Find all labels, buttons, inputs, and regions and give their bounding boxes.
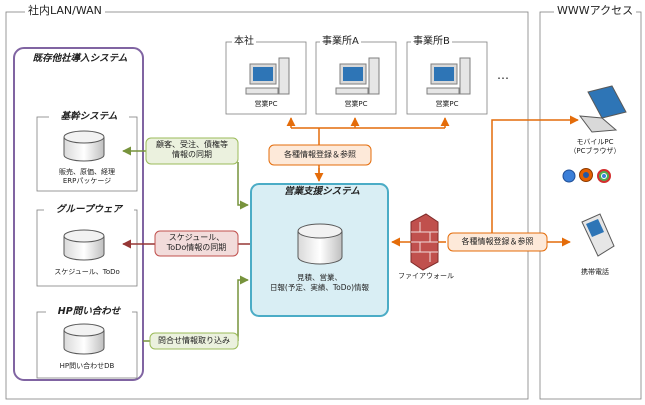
lan-region-frame [5, 11, 529, 400]
pc-icon-a [335, 57, 380, 95]
office-b-title: 事業所B [411, 36, 452, 47]
import-inquiry-tag-box [149, 332, 239, 350]
firewall-icon [410, 213, 439, 271]
register-lan-tag-box [268, 144, 372, 166]
core-db-icon [63, 130, 105, 162]
lan-region-title: 社内LAN/WAN [25, 5, 105, 17]
sync-core-tag: 顧客、受注、債権等 情報の同期 [156, 140, 228, 159]
sync-groupware-tag: スケジュール、 ToDo情報の同期 [166, 233, 227, 252]
sync-groupware-tag-box [154, 230, 239, 257]
office-hq-box [225, 41, 307, 115]
pc-icon-b [426, 57, 471, 95]
existing-systems-title: 既存他社導入システム [32, 53, 128, 64]
groupware-db-icon [63, 229, 105, 261]
office-hq-pc-label: 営業PC [254, 100, 278, 108]
www-region-frame [539, 11, 642, 400]
cellphone-icon [581, 213, 615, 257]
firewall-label: ファイアウォール [398, 272, 454, 280]
sales-system-caption: 見積、営業、 日報(予定、実績、ToDo)情報 [269, 273, 370, 292]
core-system-title: 基幹システム [49, 111, 129, 122]
existing-systems-frame [13, 47, 144, 381]
import-inquiry-tag: 問合せ情報取り込み [158, 336, 230, 345]
sales-system-title: 営業支援システム [277, 186, 367, 197]
groupware-title: グループウェア [44, 204, 134, 215]
office-a-pc-label: 営業PC [344, 100, 368, 108]
pc-icon-hq [245, 57, 290, 95]
office-hq-title: 本社 [232, 36, 256, 47]
www-region-title: WWWアクセス [554, 5, 637, 17]
mobile-pc-label: モバイルPC （PCブラウザ） [569, 138, 621, 155]
groupware-caption: スケジュール、ToDo [54, 268, 120, 276]
office-a-title: 事業所A [320, 36, 361, 47]
ie-browser-icon [562, 169, 576, 183]
office-b-pc-label: 営業PC [435, 100, 459, 108]
core-system-caption: 販売、原価、経理 ERPパッケージ [59, 168, 115, 185]
laptop-icon [578, 85, 627, 133]
register-www-tag-box [447, 232, 548, 252]
sales-db-icon [297, 223, 343, 265]
inquiry-caption: HP問い合わせDB [59, 362, 115, 370]
cellphone-label: 携帯電話 [581, 268, 609, 276]
register-www-tag: 各種情報登録＆参照 [461, 237, 534, 246]
register-lan-tag: 各種情報登録＆参照 [284, 150, 356, 159]
office-arrows [286, 117, 450, 182]
offices-more-ellipsis: … [497, 68, 509, 82]
inquiry-db-icon [63, 323, 105, 355]
sync-core-tag-box [145, 137, 239, 165]
inquiry-title: HP問い合わせ [46, 306, 132, 317]
